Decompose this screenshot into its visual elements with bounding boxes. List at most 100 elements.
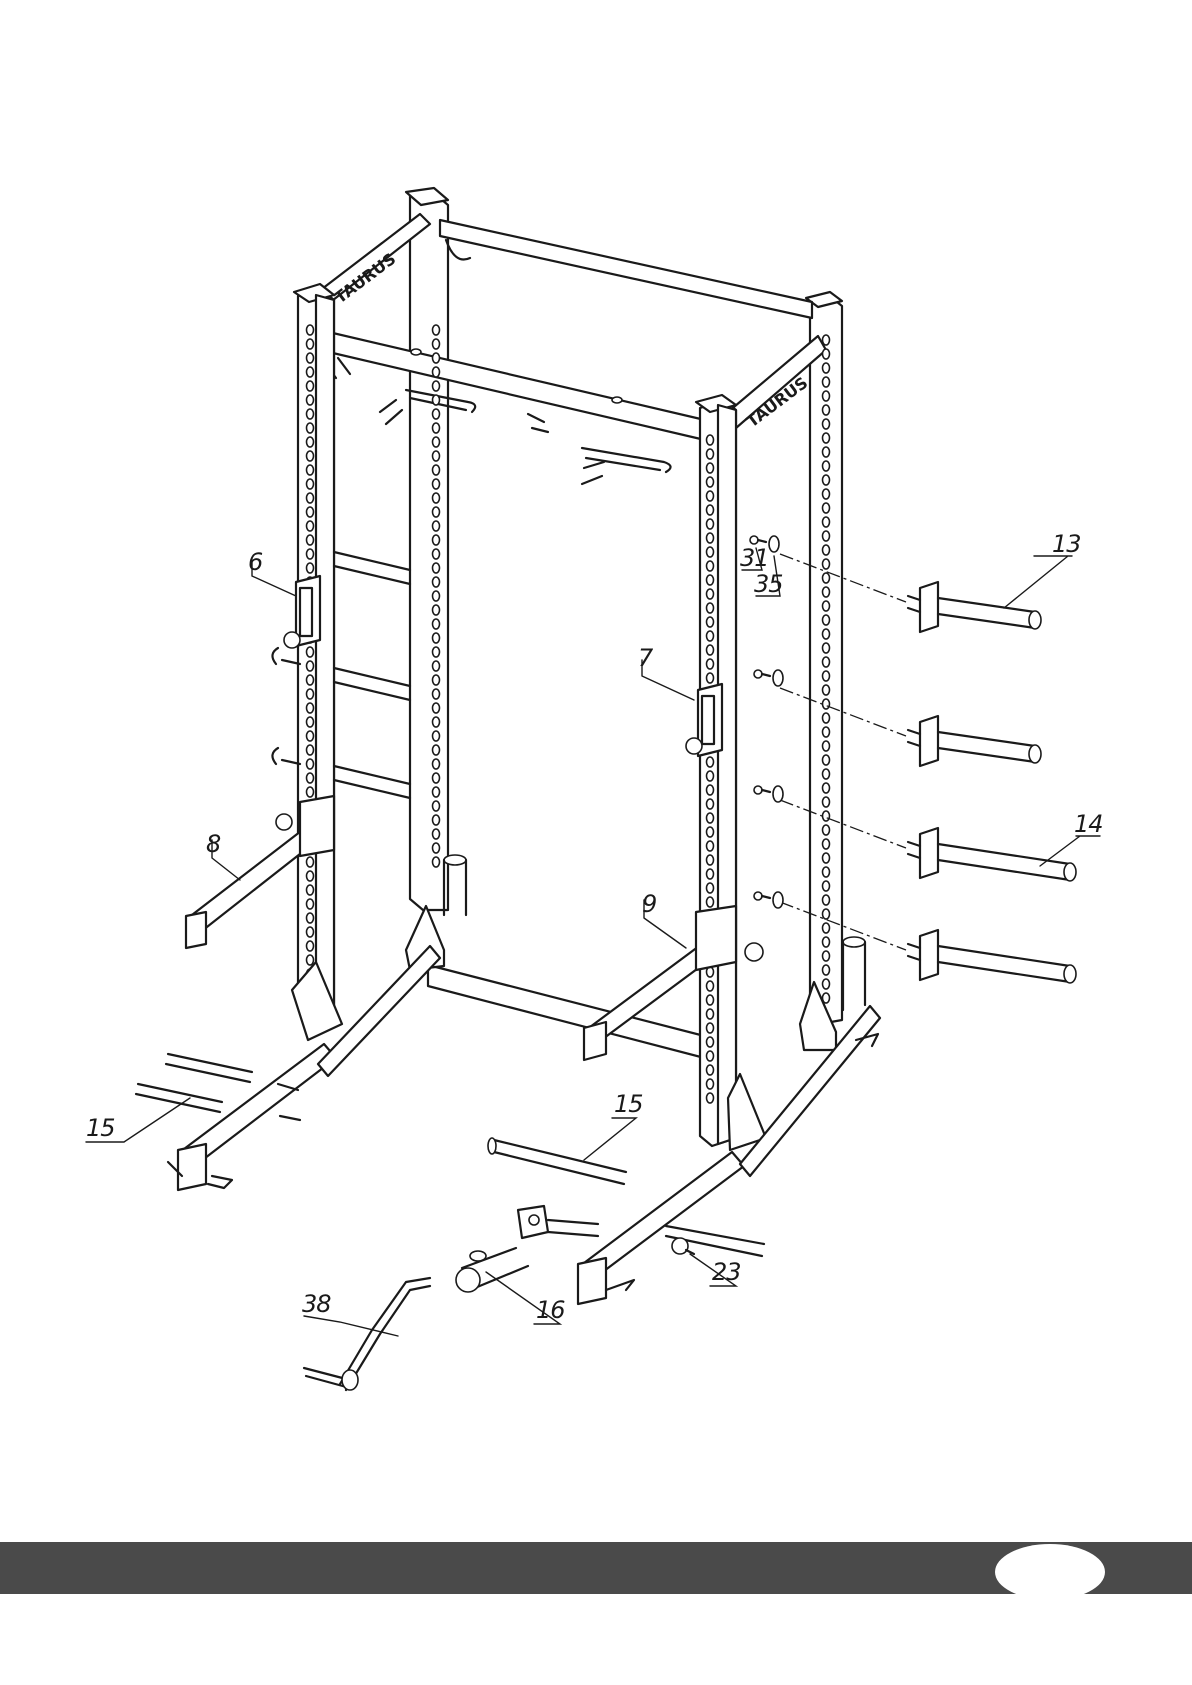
upright-hole [823, 783, 830, 793]
upright-hole [307, 493, 314, 503]
upright-hole [707, 813, 714, 823]
upright-hole [433, 773, 440, 783]
upright-hole [307, 745, 314, 755]
upright-hole [433, 591, 440, 601]
upright-hole [823, 881, 830, 891]
upright-hole [823, 517, 830, 527]
upright-hole [433, 619, 440, 629]
upright-hole [307, 339, 314, 349]
callout-8: 8 [206, 830, 221, 858]
upright-hole [707, 869, 714, 879]
upright-hole [307, 367, 314, 377]
rear-frame [406, 188, 865, 1062]
upright-hole [433, 829, 440, 839]
upright-hole [823, 825, 830, 835]
upright-hole [823, 601, 830, 611]
upright-hole [707, 771, 714, 781]
callout-35: 35 [754, 570, 783, 598]
upright-hole [307, 381, 314, 391]
upright-hole [707, 1093, 714, 1103]
callout-15-center: 15 [614, 1090, 643, 1118]
upright-hole [707, 673, 714, 683]
upright-hole [823, 755, 830, 765]
upright-hole [433, 493, 440, 503]
upright-hole [823, 699, 830, 709]
upright-hole [823, 629, 830, 639]
upright-hole [707, 575, 714, 585]
upright-hole [823, 349, 830, 359]
callout-31: 31 [740, 544, 769, 572]
upright-hole [307, 899, 314, 909]
upright-hole [707, 435, 714, 445]
upright-hole [707, 1051, 714, 1061]
upright-hole [433, 451, 440, 461]
upright-hole [707, 785, 714, 795]
upright-hole [707, 1065, 714, 1075]
j-hook-right [686, 684, 722, 756]
upright-hole [707, 449, 714, 459]
upright-hole [823, 937, 830, 947]
upright-hole [307, 437, 314, 447]
upright-hole [823, 531, 830, 541]
upright-hole [707, 1037, 714, 1047]
upright-hole [307, 857, 314, 867]
upright-hole [823, 727, 830, 737]
upright-hole [433, 507, 440, 517]
upright-hole [707, 659, 714, 669]
rear-left-upright [410, 194, 448, 910]
upright-hole [707, 757, 714, 767]
upright-hole [433, 731, 440, 741]
upright-hole [707, 519, 714, 529]
upright-hole [307, 927, 314, 937]
upright-hole [707, 1023, 714, 1033]
upright-hole [307, 521, 314, 531]
upright-hole [823, 587, 830, 597]
upright-hole [433, 801, 440, 811]
j-hook-left [284, 576, 320, 648]
upright-hole [307, 941, 314, 951]
upright-hole [707, 645, 714, 655]
upright-hole [823, 895, 830, 905]
upright-hole [707, 897, 714, 907]
upright-hole [707, 981, 714, 991]
upright-hole [307, 409, 314, 419]
upright-hole [433, 479, 440, 489]
upright-hole [433, 633, 440, 643]
upright-hole [707, 995, 714, 1005]
callout-7: 7 [638, 644, 654, 672]
upright-hole [307, 675, 314, 685]
upright-hole [823, 643, 830, 653]
upright-hole [823, 685, 830, 695]
upright-hole [823, 853, 830, 863]
upright-hole [433, 563, 440, 573]
upright-hole [707, 491, 714, 501]
page-number-badge [995, 1544, 1105, 1600]
upright-hole [823, 419, 830, 429]
upright-hole [823, 671, 830, 681]
upright-hole [307, 395, 314, 405]
upright-hole [823, 615, 830, 625]
upright-hole [307, 479, 314, 489]
upright-hole [433, 577, 440, 587]
upright-hole [707, 1079, 714, 1089]
upright-hole [823, 741, 830, 751]
callout-16: 16 [536, 1296, 565, 1324]
upright-hole [307, 563, 314, 573]
upright-hole [707, 603, 714, 613]
callout-14: 14 [1074, 810, 1103, 838]
left-side-bars [272, 552, 410, 798]
pullup-handle-right [582, 448, 671, 472]
upright-hole [707, 561, 714, 571]
upright-hole [707, 463, 714, 473]
upright-hole [823, 909, 830, 919]
upright-hole [707, 631, 714, 641]
upright-hole [707, 841, 714, 851]
upright-hole [307, 507, 314, 517]
upright-hole [707, 617, 714, 627]
upright-hole [433, 353, 440, 363]
upright-hole [433, 815, 440, 825]
upright-hole [707, 799, 714, 809]
upright-hole [433, 325, 440, 335]
upright-hole [823, 951, 830, 961]
upright-hole [823, 447, 830, 457]
